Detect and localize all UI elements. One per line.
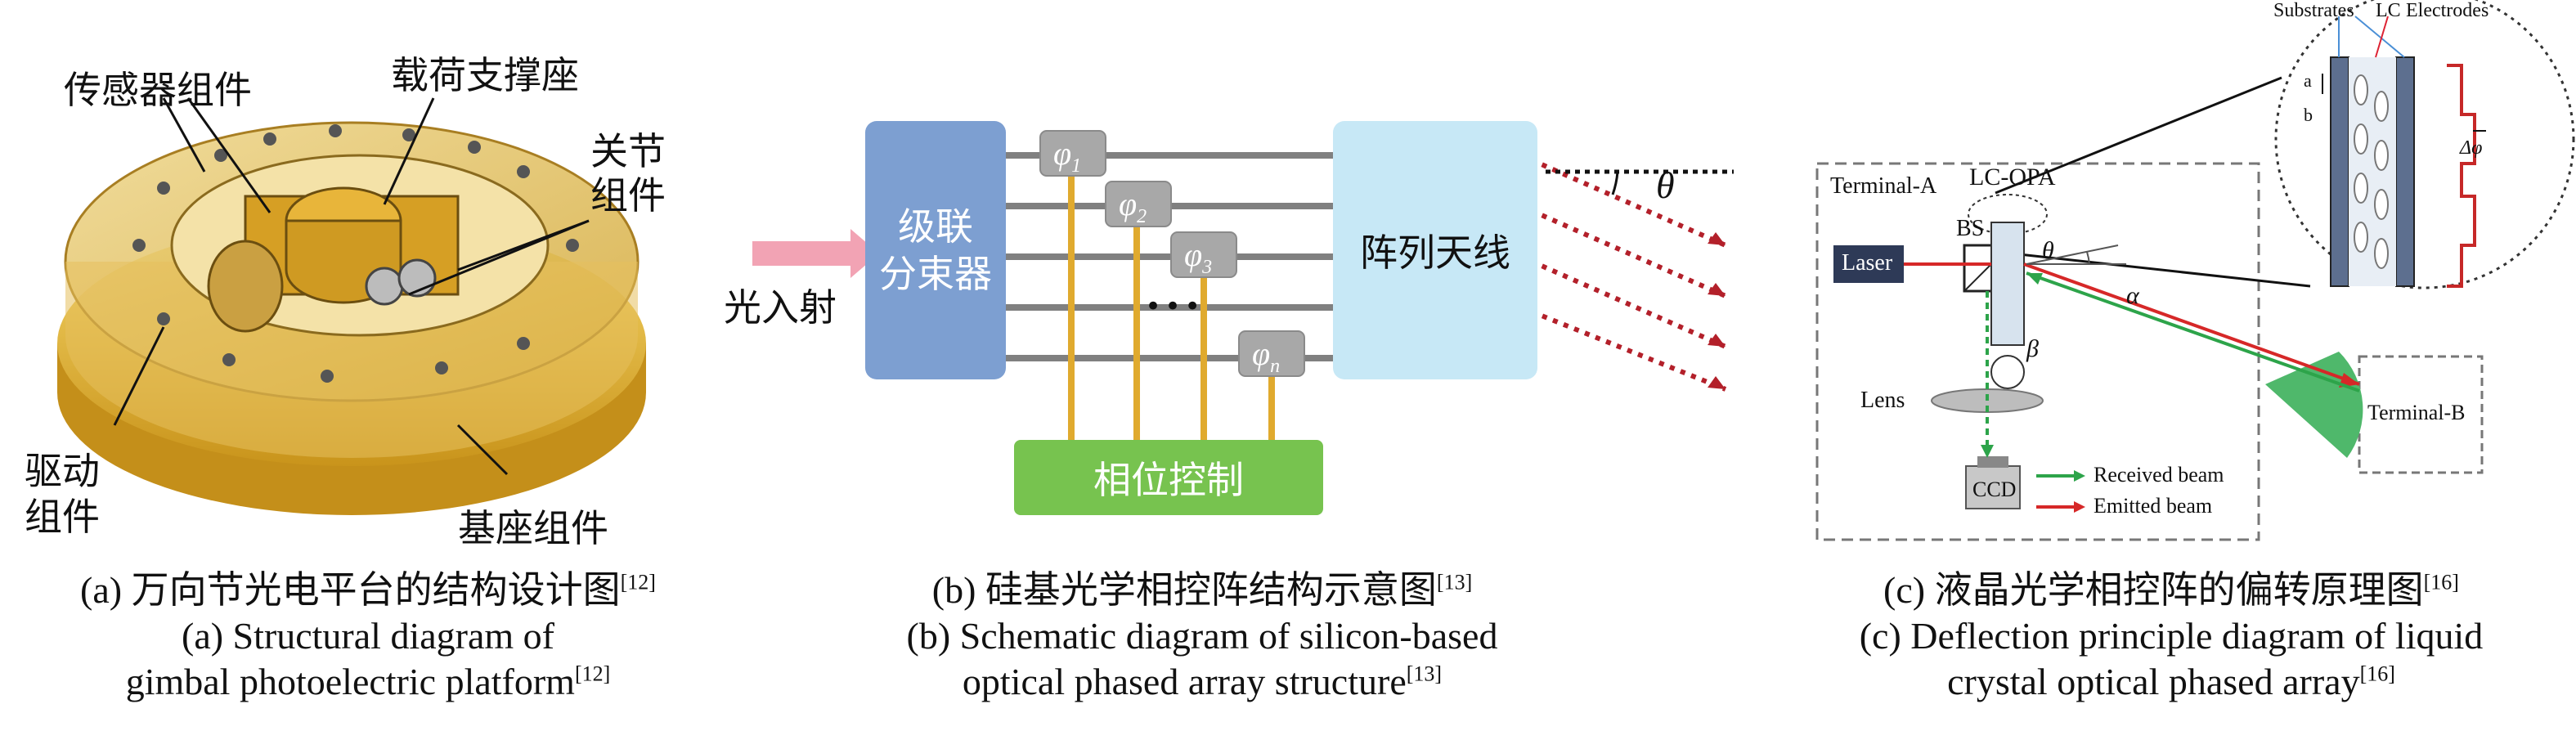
lc-opa-diagram — [1815, 0, 2575, 541]
sensor-component-label: 传感器组件 — [64, 68, 252, 112]
theta-label: θ — [2042, 237, 2054, 264]
ellipsis: ••• — [1145, 290, 1205, 323]
panel-b-caption: (b) 硅基光学相控阵结构示意图[13] (b) Schematic diagr… — [834, 567, 1570, 705]
joint-component-label: 关节 组件 — [590, 129, 666, 218]
theta-label: θ — [1656, 164, 1675, 206]
phase-shifter-3: φ3 — [1184, 236, 1213, 278]
phase-shifter-2: φ2 — [1119, 186, 1147, 227]
drive-component-label: 驱动 组件 — [25, 449, 100, 539]
opa-schematic — [752, 130, 1734, 442]
lc-opa-label: LC-OPA — [1969, 164, 2056, 191]
zoom-lc-label: LC — [2376, 0, 2401, 21]
cascade-splitter-label: 级联 分束器 — [879, 204, 992, 296]
zoom-substrates-label: Substrates — [2273, 0, 2354, 21]
zoom-electrodes-label: Electrodes — [2406, 0, 2489, 21]
panel-b: 光入射 级联 分束器 阵列天线 相位控制 φ1 φ2 φ3 φn ••• θ (… — [703, 0, 1766, 740]
caption-cn: (c) 液晶光学相控阵的偏转原理图[16] — [1883, 569, 2459, 611]
gimbal-platform-illustration — [57, 97, 646, 515]
ccd-label: CCD — [1972, 478, 2017, 501]
phase-control-label: 相位控制 — [1093, 458, 1244, 502]
phase-control-box: 相位控制 — [1014, 440, 1323, 515]
legend-emitted-label: Emitted beam — [2094, 494, 2213, 518]
caption-cn: (a) 万向节光电平台的结构设计图[12] — [80, 569, 656, 611]
panel-c: Terminal-A Terminal-B LC-OPA BS Laser Le… — [1766, 0, 2576, 740]
caption-en-line2: gimbal photoelectric platform[12] — [125, 661, 611, 702]
legend-received-label: Received beam — [2094, 463, 2224, 487]
light-incidence-label: 光入射 — [724, 285, 837, 330]
panel-a: 传感器组件 载荷支撑座 关节 组件 驱动 组件 基座组件 (a) 万向节光电平台… — [0, 0, 818, 740]
terminal-b-label: Terminal-B — [2367, 401, 2466, 424]
zoom-dphi-label: Δφ — [2460, 137, 2483, 159]
payload-support-label: 载荷支撑座 — [391, 53, 579, 97]
caption-en-line1: (a) Structural diagram of — [182, 615, 554, 657]
base-component-label: 基座组件 — [458, 506, 608, 550]
zoom-a-label: a — [2304, 70, 2312, 91]
alpha-label: α — [2126, 282, 2139, 309]
phase-shifter-n: φn — [1252, 335, 1281, 377]
zoom-b-label: b — [2304, 105, 2313, 125]
cascade-splitter-box: 级联 分束器 — [865, 121, 1006, 379]
caption-en-line1: (b) Schematic diagram of silicon-based — [906, 615, 1498, 657]
phase-shifter-1: φ1 — [1053, 135, 1082, 177]
array-antenna-box: 阵列天线 — [1333, 121, 1537, 379]
laser-label: Laser — [1842, 250, 1893, 276]
array-antenna-label: 阵列天线 — [1360, 231, 1510, 275]
beta-label: β — [2026, 335, 2039, 362]
caption-en-line1: (c) Deflection principle diagram of liqu… — [1859, 615, 2484, 657]
caption-en-line2: crystal optical phased array[16] — [1947, 661, 2395, 702]
bs-label: BS — [1956, 216, 1985, 241]
caption-en-line2: optical phased array structure[13] — [962, 661, 1443, 702]
panel-c-caption: (c) 液晶光学相控阵的偏转原理图[16] (c) Deflection pri… — [1766, 567, 2576, 705]
lens-label: Lens — [1860, 388, 1905, 413]
caption-cn: (b) 硅基光学相控阵结构示意图[13] — [931, 569, 1473, 611]
panel-a-caption: (a) 万向节光电平台的结构设计图[12] (a) Structural dia… — [0, 567, 736, 705]
terminal-a-label: Terminal-A — [1830, 173, 1937, 199]
